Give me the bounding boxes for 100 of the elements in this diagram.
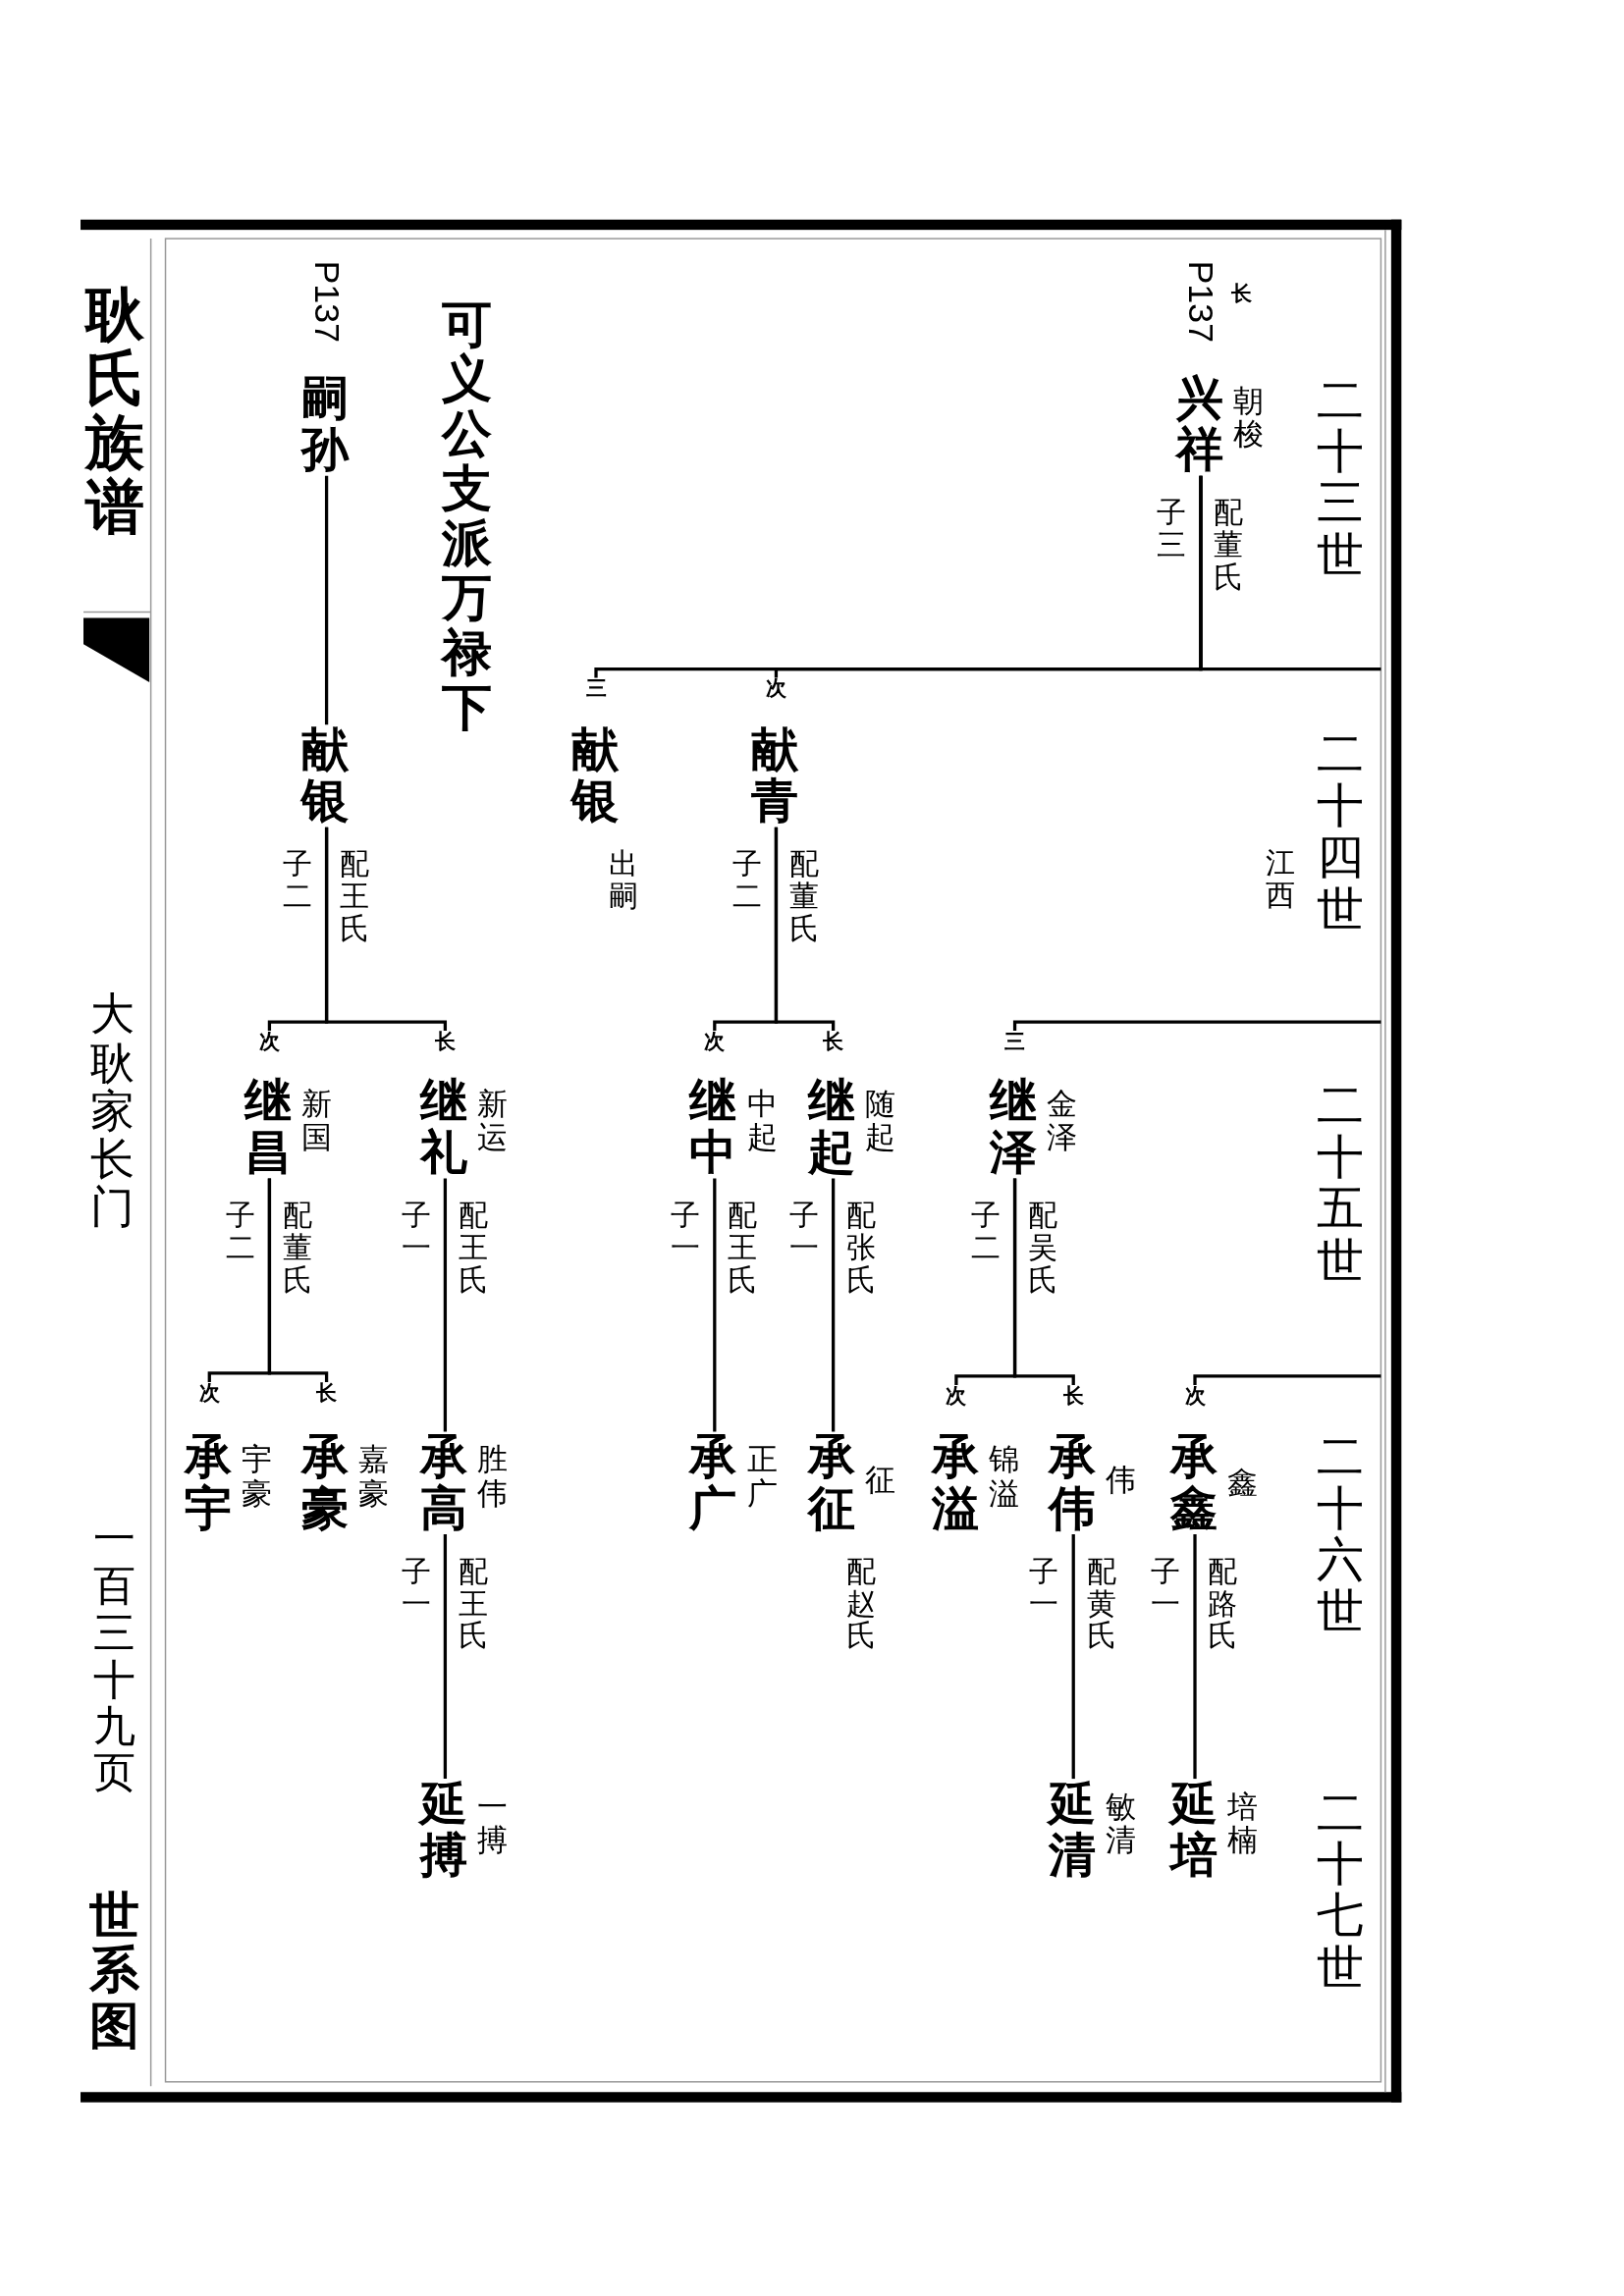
courtesy-name: 正广 — [746, 1443, 778, 1512]
courtesy-name: 嘉豪 — [358, 1443, 390, 1512]
rank-marker: 次 — [258, 1030, 281, 1051]
person-name: 献银 — [570, 724, 619, 828]
courtesy-name: 敏清 — [1106, 1790, 1137, 1858]
person-name: 献青 — [751, 724, 798, 828]
person-name: 延培 — [1169, 1779, 1218, 1883]
person-name: 承宇 — [184, 1431, 232, 1535]
section-label: 世系图 — [89, 1888, 139, 2054]
courtesy-name: 新国 — [301, 1088, 333, 1155]
lineage-line — [832, 1178, 836, 1432]
person-name: 继起 — [808, 1076, 855, 1180]
lineage-line — [324, 475, 329, 725]
courtesy-name: 培楠 — [1226, 1790, 1259, 1858]
sons-note: 子一 — [1151, 1554, 1181, 1620]
lineage-line — [774, 827, 836, 1031]
spouse-note: 配王氏 — [728, 1199, 758, 1296]
rank-marker: 长 — [315, 1381, 339, 1403]
courtesy-name: 朝梭 — [1232, 385, 1265, 454]
courtesy-name: 鑫 — [1226, 1467, 1259, 1501]
rank-marker: 次 — [703, 1030, 727, 1051]
person-name: 继中 — [689, 1076, 737, 1180]
person-name: 延搏 — [420, 1779, 467, 1883]
generation-label: 二十六世 — [1316, 1431, 1364, 1638]
page-reference: P137 — [1183, 260, 1218, 344]
rank-marker: 长 — [822, 1030, 845, 1051]
person-name: 延清 — [1048, 1779, 1096, 1883]
spouse-note: 出嗣 — [609, 847, 639, 913]
rank-marker: 次 — [1183, 1384, 1207, 1406]
generation-label: 二十七世 — [1316, 1788, 1364, 1994]
lineage-line — [713, 1178, 717, 1432]
lineage-line — [1193, 1374, 1381, 1385]
lineage-line — [267, 1178, 329, 1382]
rank-marker: 长 — [1061, 1384, 1085, 1406]
spouse-note: 配路氏 — [1208, 1554, 1238, 1652]
sons-note: 子一 — [671, 1199, 700, 1264]
person-name: 承豪 — [301, 1431, 349, 1535]
lineage-line — [443, 1534, 448, 1780]
rank-marker: 长 — [433, 1030, 457, 1051]
sons-note: 子二 — [970, 1199, 1001, 1264]
sons-note: 子二 — [282, 847, 312, 913]
generation-label: 二十五世 — [1316, 1080, 1364, 1287]
person-name: 兴祥 — [1175, 373, 1223, 477]
person-name: 嗣孙 — [301, 373, 349, 477]
generation-label: 二十三世 — [1316, 374, 1364, 581]
book-title: 耿氏族谱 — [84, 281, 144, 539]
lineage-line — [1012, 1178, 1075, 1385]
rank-marker: 三 — [584, 677, 608, 699]
spouse-note: 配王氏 — [340, 847, 369, 944]
sons-note: 子一 — [788, 1199, 819, 1264]
person-name: 继泽 — [990, 1076, 1037, 1180]
page-number: 一百三十九页 — [93, 1517, 136, 1797]
lineage-line — [1193, 1534, 1197, 1780]
rank-marker: 次 — [945, 1384, 968, 1406]
spouse-note: 配吴氏 — [1028, 1199, 1057, 1296]
person-name: 承征 — [808, 1431, 855, 1535]
sons-note: 子一 — [401, 1554, 431, 1620]
person-name: 承鑫 — [1169, 1431, 1218, 1535]
lineage-line — [1012, 1020, 1381, 1031]
person-name: 献银 — [301, 724, 349, 828]
person-name: 承溢 — [931, 1431, 979, 1535]
rank-marker: 次 — [197, 1381, 221, 1403]
generation-label: 二十四世 — [1316, 728, 1364, 935]
spouse-note: 配董氏 — [282, 1199, 312, 1296]
courtesy-name: 胜伟 — [477, 1443, 509, 1512]
person-name: 承广 — [689, 1431, 737, 1535]
sons-note: 子二 — [225, 1199, 255, 1264]
lineage-line — [1199, 475, 1381, 671]
person-name: 继昌 — [244, 1076, 292, 1180]
courtesy-name: 一搏 — [477, 1790, 509, 1858]
lineage-line — [443, 1178, 448, 1432]
sons-note: 子三 — [1157, 496, 1187, 561]
person-name: 继礼 — [420, 1076, 467, 1180]
sons-note: 子一 — [401, 1199, 431, 1264]
sons-note: 子一 — [1029, 1554, 1059, 1620]
spouse-note: 配王氏 — [458, 1199, 488, 1296]
person-name: 承高 — [420, 1431, 467, 1535]
rank-marker: 长 — [1230, 282, 1254, 303]
rank-marker: 次 — [765, 677, 787, 699]
spouse-note: 配张氏 — [846, 1199, 876, 1296]
courtesy-name: 随起 — [865, 1088, 896, 1155]
spouse-note: 配王氏 — [458, 1554, 488, 1652]
courtesy-name: 征 — [865, 1464, 896, 1498]
courtesy-name: 锦溢 — [988, 1443, 1020, 1512]
branch-heading: 可义公支派万禄下 — [442, 296, 493, 735]
page-reference: P137 — [308, 260, 345, 344]
spouse-note: 配黄氏 — [1086, 1554, 1116, 1652]
courtesy-name: 金泽 — [1047, 1088, 1078, 1155]
sons-note: 子二 — [731, 847, 762, 913]
courtesy-name: 宇豪 — [242, 1443, 273, 1512]
rank-marker: 三 — [1003, 1030, 1026, 1051]
lineage-line — [324, 827, 448, 1031]
courtesy-name: 伟 — [1106, 1464, 1137, 1498]
lineage-label: 大耿家长门 — [90, 989, 135, 1232]
place-note: 江西 — [1265, 846, 1295, 911]
spouse-note: 配董氏 — [1214, 496, 1244, 594]
courtesy-name: 新运 — [477, 1088, 509, 1155]
spouse-note: 配董氏 — [788, 847, 819, 944]
spouse-note: 配赵氏 — [846, 1554, 876, 1652]
lineage-line — [1071, 1534, 1075, 1780]
